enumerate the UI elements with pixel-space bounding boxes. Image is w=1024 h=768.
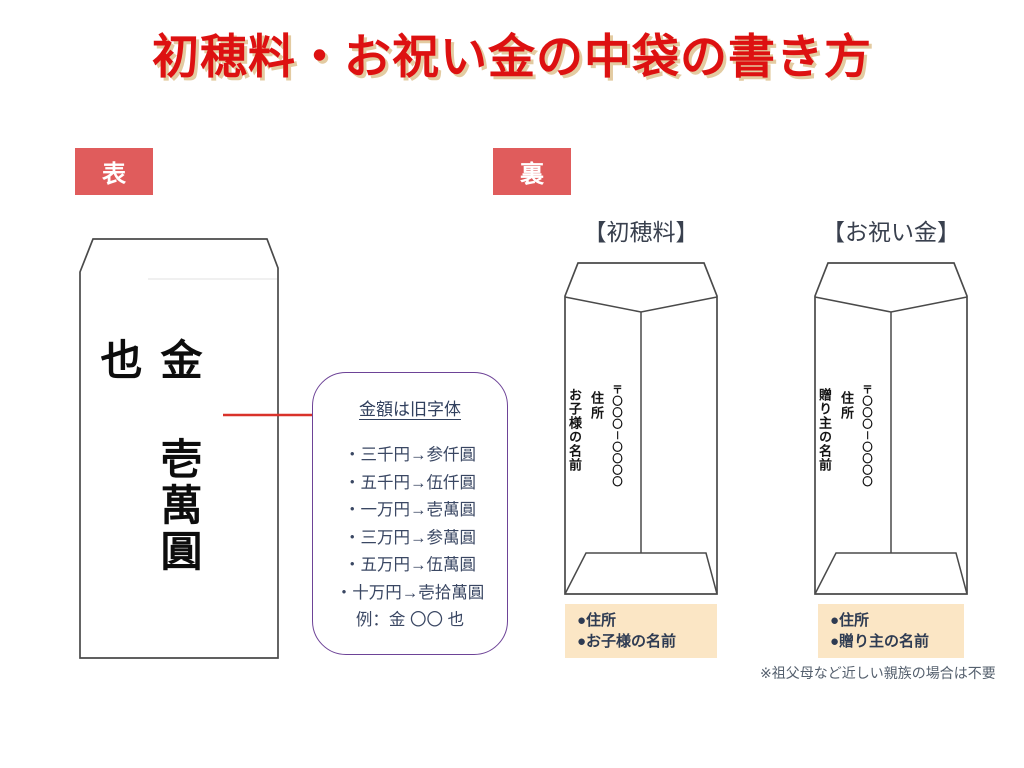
- front-envelope-amount: 金 壱萬圓 也: [94, 338, 203, 575]
- legend-line: ●贈り主の名前: [830, 633, 930, 650]
- bubble-item: ・一万円→壱萬圓: [344, 501, 476, 519]
- postal-code-text: 〒〇〇〇－〇〇〇〇: [611, 384, 623, 488]
- bubble-item: ・五万円→伍萬圓: [344, 556, 476, 574]
- legend-line: ●住所: [830, 612, 870, 629]
- bubble-example: 例：金 〇〇 也: [355, 611, 465, 629]
- page-title: 初穂料・お祝い金の中袋の書き方: [152, 30, 872, 83]
- postal-code-text: 〒〇〇〇－〇〇〇〇: [861, 384, 873, 488]
- name-text: 贈り主の名前: [816, 388, 831, 472]
- bubble-item: ・三千円→参仟圓: [344, 446, 476, 464]
- back-envelope-oiwaikin: [814, 262, 968, 595]
- address-block-hatsuho: 〒〇〇〇－〇〇〇〇 住所 お子様の名前: [566, 384, 625, 554]
- back-section-label: 裏: [493, 148, 571, 195]
- name-text: お子様の名前: [566, 388, 581, 472]
- address-block-oiwaikin: 〒〇〇〇－〇〇〇〇 住所 贈り主の名前: [816, 384, 875, 554]
- bubble-item: ・五千円→伍仟圓: [344, 473, 476, 492]
- footnote: ※祖父母など近しい親族の場合は不要: [760, 665, 996, 681]
- envelope-heading-oiwaikin: 【お祝い金】: [822, 219, 960, 245]
- bubble-item: ・十万円→壱拾萬圓: [335, 583, 485, 602]
- old-numerals-bubble: 金額は旧字体 ・三千円→参仟圓 ・五千円→伍仟圓 ・一万円→壱萬圓 ・三万円→参…: [312, 372, 508, 655]
- bubble-heading: 金額は旧字体: [359, 400, 461, 419]
- legend-box-oiwaikin: ●住所 ●贈り主の名前: [818, 604, 964, 658]
- legend-line: ●お子様の名前: [577, 633, 677, 650]
- bubble-item: ・三万円→参萬圓: [344, 528, 476, 547]
- front-section-label: 表: [75, 148, 153, 195]
- front-envelope-outline: [79, 238, 279, 659]
- legend-box-hatsuho: ●住所 ●お子様の名前: [565, 604, 717, 658]
- address-text: 住所: [588, 391, 603, 421]
- bubble-list: ・三千円→参仟圓 ・五千円→伍仟圓 ・一万円→壱萬圓 ・三万円→参萬圓 ・五万円…: [313, 442, 507, 635]
- envelope-heading-hatsuho: 【初穂料】: [583, 219, 699, 245]
- legend-line: ●住所: [577, 612, 617, 629]
- back-envelope-hatsuho: [564, 262, 718, 595]
- address-text: 住所: [838, 391, 853, 421]
